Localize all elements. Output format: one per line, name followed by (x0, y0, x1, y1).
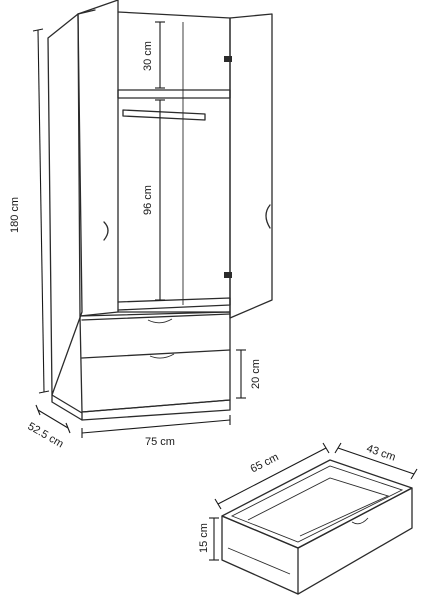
top-shelf-dimension: 30 cm (142, 21, 165, 89)
drawer-unit-front (79, 311, 231, 413)
depth-label: 52.5 cm (26, 420, 66, 450)
drawer-runner (227, 547, 291, 575)
drawer-divider (81, 349, 231, 359)
left-door (77, 0, 119, 317)
depth-dimension: 52.5 cm (26, 404, 71, 450)
upper-drawer-handle (147, 318, 173, 324)
wardrobe-illustration (47, 0, 273, 421)
wardrobe-side-panel (47, 13, 83, 396)
drawer-depth-dimension: 43 cm (334, 443, 418, 480)
drawer-detail-handle (351, 517, 369, 525)
left-door-handle (103, 221, 109, 241)
drawer-front-face (221, 515, 299, 595)
right-door-handle (265, 204, 271, 229)
drawer-top-edge (81, 313, 231, 321)
right-door (229, 13, 273, 319)
drawer-detail-height-label: 15 cm (198, 523, 210, 553)
drawer-height-dimension: 20 cm (236, 349, 262, 399)
drawer-side-face (297, 487, 413, 595)
drawer-inner-rim (230, 465, 404, 543)
height-dimension: 180 cm (9, 28, 50, 394)
hanging-dimension: 96 cm (142, 99, 165, 301)
drawer-detail-height-dimension: 15 cm (198, 517, 219, 561)
hanging-rail (122, 109, 206, 121)
drawer-depth-label: 43 cm (365, 443, 397, 464)
hinge-icon (224, 272, 232, 278)
top-shelf (117, 89, 231, 99)
hanging-label: 96 cm (142, 185, 154, 215)
drawer-height-label: 20 cm (250, 359, 262, 389)
width-dimension: 75 cm (81, 415, 231, 448)
wardrobe-plinth (81, 399, 231, 421)
drawer-length-label: 65 cm (249, 451, 281, 475)
drawer-length-dimension: 65 cm (214, 442, 330, 510)
drawer-detail-illustration (221, 459, 413, 595)
lower-drawer-handle (149, 353, 175, 359)
drawer-top-rim (221, 459, 413, 549)
height-label: 180 cm (9, 197, 21, 233)
wardrobe-carcass-back (117, 11, 231, 311)
drawer-inner-bottom (247, 477, 390, 537)
width-label: 75 cm (145, 436, 175, 448)
wardrobe-plinth-side (51, 394, 83, 421)
hinge-icon (224, 56, 232, 62)
top-shelf-label: 30 cm (142, 41, 154, 71)
